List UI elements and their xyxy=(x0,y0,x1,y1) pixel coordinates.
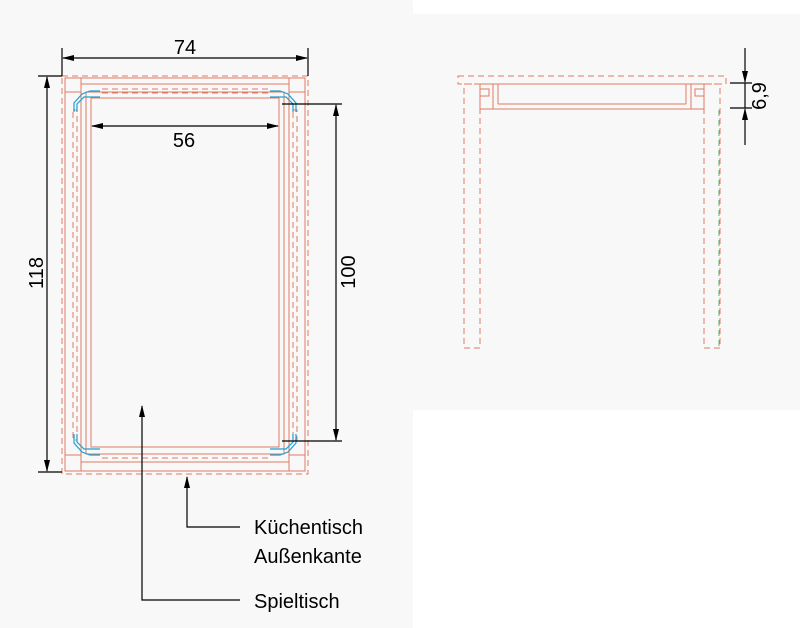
corner-leg-bl xyxy=(64,454,82,472)
play-table-label: Spieltisch xyxy=(254,591,340,613)
kitchen-table-label-1: Küchentisch xyxy=(254,517,363,539)
side-corner-right xyxy=(694,88,705,97)
side-view: 6,9 xyxy=(457,48,771,349)
corner-bracket-bl xyxy=(73,434,100,456)
kitchen-table-leader xyxy=(184,476,240,528)
top-view-background xyxy=(0,0,413,628)
top-view: 74 118 56 100 Küchentisch Außenkante Spi… xyxy=(26,37,363,613)
play-table-leader xyxy=(139,405,240,601)
corner-leg-br xyxy=(288,454,306,472)
corner-bracket-tr xyxy=(270,90,297,112)
dim-118-label: 118 xyxy=(26,257,48,289)
dim-69-label: 6,9 xyxy=(749,82,771,110)
rail-right xyxy=(292,109,298,441)
play-table-outline xyxy=(90,97,280,448)
kitchen-table-label-2: Außenkante xyxy=(254,546,362,568)
corner-bracket-br xyxy=(270,434,297,456)
dim-100-label: 100 xyxy=(338,255,360,288)
side-view-background xyxy=(413,14,800,410)
corner-bracket-tl xyxy=(73,90,100,112)
dim-56-label: 56 xyxy=(173,130,195,152)
dim-74-label: 74 xyxy=(174,37,196,59)
rail-bottom xyxy=(101,453,269,459)
rail-top xyxy=(101,88,269,94)
table-top-outline xyxy=(64,77,306,472)
kitchen-table-outer-edge xyxy=(61,75,309,475)
side-corner-left xyxy=(479,88,490,97)
side-apron xyxy=(492,83,692,110)
apron-outer xyxy=(80,83,290,463)
rail-left xyxy=(72,109,78,441)
